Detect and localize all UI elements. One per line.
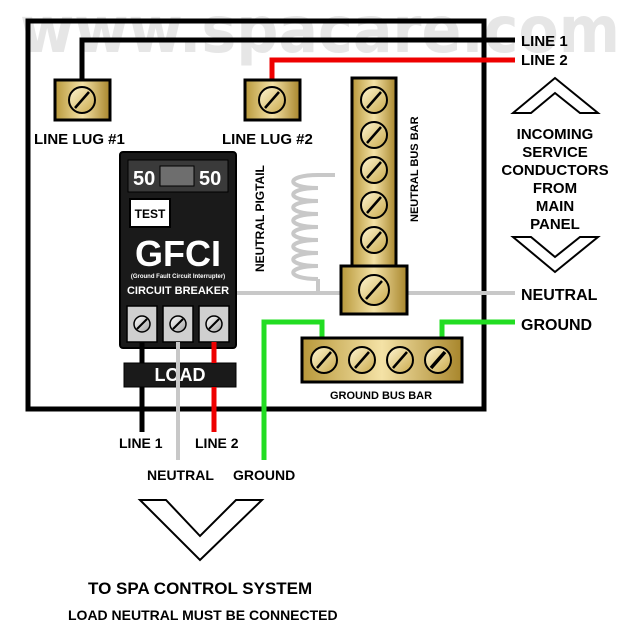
wire-line2-incoming (269, 57, 515, 80)
incoming-conductors-label: INCOMING SERVICE CONDUCTORS FROM MAIN PA… (501, 126, 608, 233)
incoming-line-6: PANEL (530, 216, 580, 233)
incoming-line-3: CONDUCTORS (501, 162, 608, 179)
wire-ground-incoming (439, 319, 515, 338)
label-line1-incoming: LINE 1 (521, 33, 568, 50)
label-neutral-bus-bar: NEUTRAL BUS BAR (409, 116, 421, 222)
arrow-up-icon (510, 76, 601, 114)
label-line2-incoming: LINE 2 (521, 52, 568, 69)
neutral-bus-bar (339, 76, 409, 316)
label-neutral-pigtail: NEUTRAL PIGTAIL (253, 165, 267, 272)
incoming-line-1: INCOMING (517, 126, 594, 143)
label-neutral-output: NEUTRAL (147, 467, 214, 483)
label-line-lug-2: LINE LUG #2 (222, 131, 313, 148)
line-lug-2 (243, 78, 302, 122)
incoming-line-2: SERVICE (522, 144, 588, 161)
test-button (129, 198, 171, 228)
watermark-text: www.spacare.com (20, 0, 620, 68)
label-line-lug-1: LINE LUG #1 (34, 131, 125, 148)
screw-icon (360, 86, 388, 254)
label-to-spa: TO SPA CONTROL SYSTEM (88, 579, 312, 598)
neutral-pigtail-coil (230, 173, 342, 295)
rating-left: 50 (133, 168, 155, 190)
circuit-breaker-label: CIRCUIT BREAKER (127, 285, 229, 297)
arrow-down-to-spa-icon (137, 499, 265, 562)
label-line1-output: LINE 1 (119, 435, 163, 451)
label-footnote: LOAD NEUTRAL MUST BE CONNECTED (68, 607, 338, 620)
label-ground-output: GROUND (233, 467, 295, 483)
gfci-subtitle: (Ground Fault Circuit Interrupter) (131, 274, 225, 280)
gfci-breaker: 50 50 TEST GFCI (Ground Fault Circuit In… (119, 151, 237, 349)
ground-bus-bar (300, 336, 464, 384)
gfci-title: GFCI (135, 233, 221, 274)
breaker-terminals (126, 305, 230, 343)
label-line2-output: LINE 2 (195, 435, 239, 451)
panel-enclosure (25, 18, 487, 412)
wire-ground-output (261, 319, 325, 460)
rating-right: 50 (199, 168, 221, 190)
label-ground-incoming: GROUND (521, 317, 592, 334)
arrow-down-icon (510, 236, 601, 274)
line-lug-1 (53, 78, 112, 122)
label-ground-bus-bar: GROUND BUS BAR (330, 390, 432, 402)
incoming-line-5: MAIN (536, 198, 574, 215)
test-label: TEST (135, 207, 166, 221)
incoming-line-4: FROM (533, 180, 577, 197)
breaker-toggle (159, 165, 195, 187)
wire-line1-incoming (79, 37, 515, 80)
label-neutral-incoming: NEUTRAL (521, 287, 598, 304)
